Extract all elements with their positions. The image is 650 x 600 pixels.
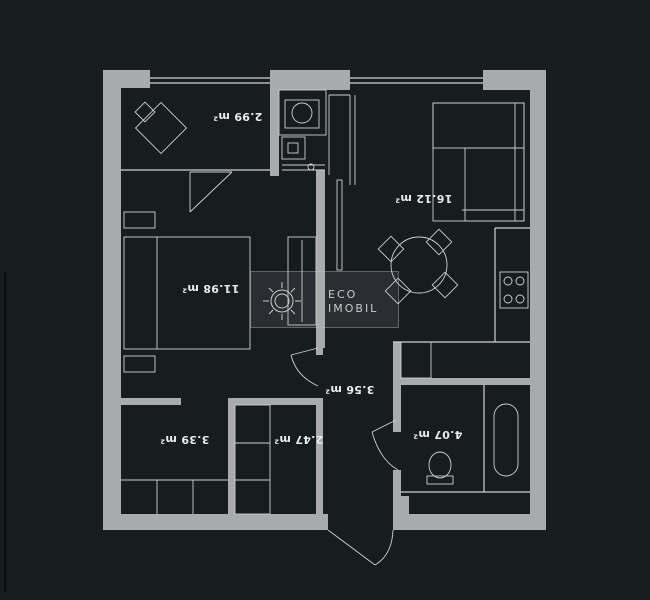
watermark-text: ECO IMOBIL bbox=[328, 288, 378, 316]
area-label-balcony: 2.99 m² bbox=[213, 110, 263, 123]
kitchen-block bbox=[278, 89, 356, 271]
wall-bedroom-east bbox=[316, 170, 325, 348]
wall-bedroom-south bbox=[121, 398, 181, 405]
hall-furniture bbox=[121, 404, 399, 566]
area-label-hallway: 3.56 m² bbox=[325, 383, 375, 396]
wardrobe-bedroom bbox=[287, 236, 317, 326]
edge-mark bbox=[4, 272, 6, 592]
bathroom-fixtures bbox=[400, 341, 530, 493]
wall-kitchen-column bbox=[270, 88, 279, 176]
area-label-bathroom: 4.07 m² bbox=[413, 428, 463, 441]
area-label-bedroom: 11.98 m² bbox=[182, 282, 240, 295]
storage-shelf bbox=[234, 404, 271, 515]
bathtub bbox=[493, 403, 519, 477]
wall-hall-column bbox=[316, 343, 323, 355]
cooktop bbox=[499, 271, 529, 309]
nightstand-top bbox=[123, 211, 156, 229]
wall-bathroom-bottom bbox=[393, 496, 409, 530]
wall-left bbox=[103, 70, 121, 530]
sink bbox=[281, 136, 306, 160]
area-label-living-room: 16.12 m² bbox=[395, 192, 453, 205]
balcony-chair bbox=[134, 101, 188, 155]
wall-top-left-column bbox=[103, 70, 121, 170]
windows bbox=[150, 77, 483, 84]
watermark-line1: ECO bbox=[328, 288, 358, 301]
washer bbox=[284, 99, 320, 129]
toilet-tank bbox=[426, 475, 454, 485]
watermark-logo: ECO IMOBIL bbox=[250, 271, 399, 328]
wall-dressing-east bbox=[228, 398, 235, 518]
wall-top-mid-block bbox=[270, 70, 350, 90]
wall-storage-south bbox=[235, 398, 320, 405]
area-label-dressing: 3.39 m² bbox=[160, 433, 210, 446]
watermark-line2: IMOBIL bbox=[328, 302, 379, 315]
wall-bathroom-north bbox=[393, 378, 530, 385]
wall-storage-east bbox=[316, 398, 323, 518]
sun-logo-icon bbox=[263, 282, 301, 320]
dining-table bbox=[390, 236, 448, 294]
toilet-bowl bbox=[428, 451, 452, 479]
area-label-storage: 2.47 m² bbox=[274, 433, 324, 446]
nightstand-bottom bbox=[123, 355, 156, 373]
wall-right bbox=[530, 70, 546, 530]
balcony bbox=[121, 101, 270, 213]
wall-top-right-block bbox=[483, 70, 545, 90]
living-room-furniture bbox=[377, 102, 530, 343]
walls bbox=[103, 70, 546, 530]
wall-bathroom-west bbox=[393, 342, 401, 432]
bed bbox=[123, 236, 251, 350]
wall-bottom-left bbox=[103, 514, 328, 530]
wall-bathroom-inner bbox=[393, 470, 401, 500]
wall-bottom-right bbox=[393, 514, 546, 530]
bedroom-furniture bbox=[123, 211, 319, 387]
